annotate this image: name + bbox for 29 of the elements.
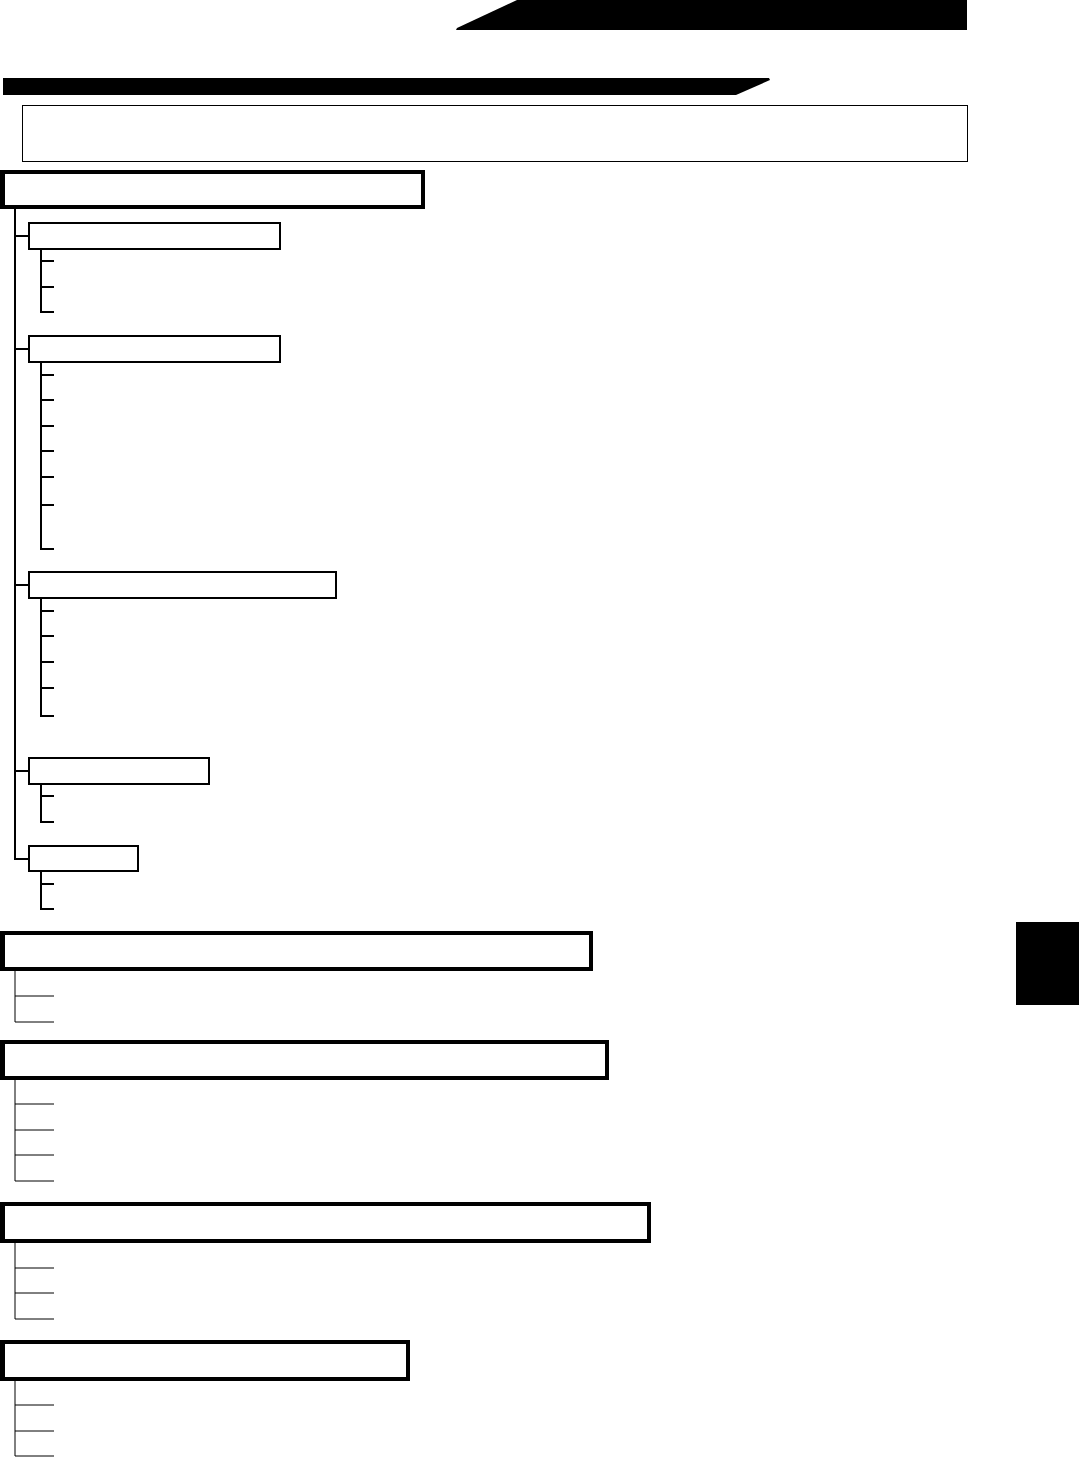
tree-connector: [14, 970, 55, 1023]
tree-connector: [40, 362, 55, 550]
tree-connector: [40, 249, 55, 313]
heading-frame: [0, 931, 593, 971]
subheading-frame: [28, 335, 281, 363]
tree-connector: [40, 784, 55, 823]
heading-frame: [0, 1340, 410, 1381]
subheading-frame: [28, 845, 139, 872]
header-banner: [456, 0, 967, 30]
heading-frame: [0, 1040, 609, 1080]
tree-connector: [14, 584, 29, 586]
tree-connector: [40, 871, 55, 910]
subheading-frame: [28, 222, 281, 250]
tree-connector: [14, 770, 29, 772]
tree-connector: [14, 235, 29, 237]
tree-connector: [14, 1242, 55, 1320]
subheading-frame: [28, 571, 337, 599]
tree-connector: [14, 1380, 55, 1457]
side-tab: [1016, 922, 1079, 1005]
tree-connector: [14, 348, 29, 350]
title-bar: [3, 78, 770, 95]
tree-connector: [40, 598, 55, 717]
note-frame: [22, 105, 968, 162]
tree-connector: [14, 1079, 55, 1182]
heading-frame: [0, 1202, 651, 1243]
subheading-frame: [28, 757, 210, 785]
heading-frame: [0, 170, 425, 209]
tree-connector: [14, 208, 16, 860]
tree-connector: [14, 858, 29, 860]
